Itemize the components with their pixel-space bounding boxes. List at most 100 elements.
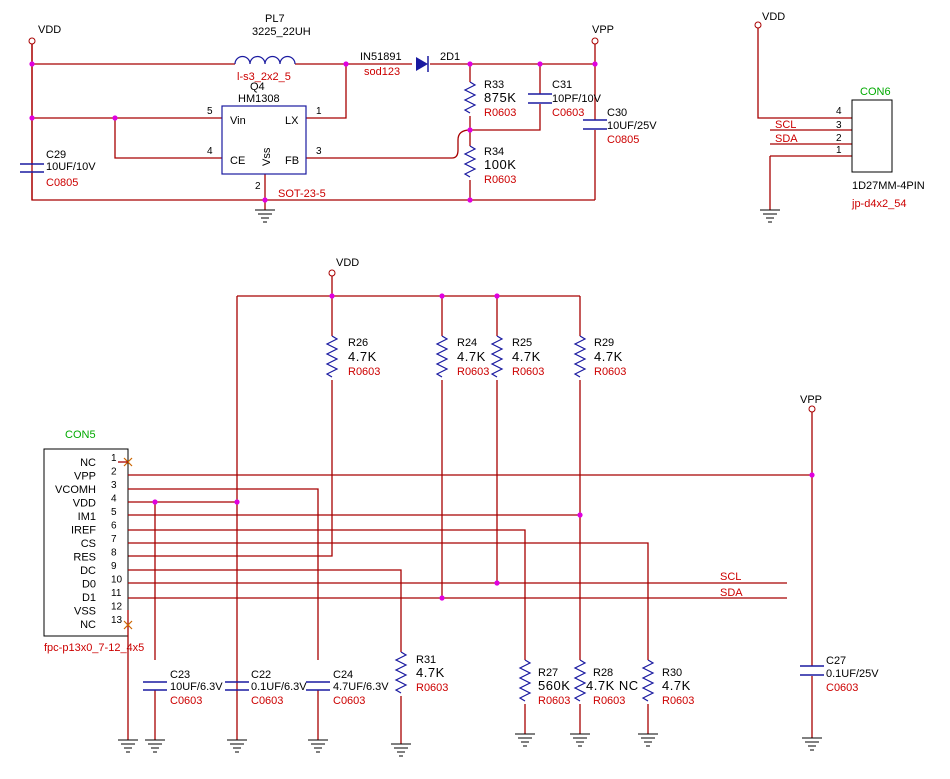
ground-icon: [390, 743, 412, 757]
vpp-top-port-icon: [591, 37, 599, 45]
r33-footprint: R0603: [484, 107, 516, 119]
diode-part: IN51891: [360, 51, 402, 63]
r34-ref: R34: [484, 146, 504, 158]
r34-value: 100K: [484, 157, 516, 172]
con6-connector: VDD CON6 4 3 2 1 SCL SDA 1D27MM-4PIN jp-…: [754, 11, 925, 223]
vdd-bottom-port-icon: [328, 269, 336, 277]
c23-footprint: C0603: [170, 695, 202, 707]
con5-pin-number: 11: [111, 588, 122, 599]
con5-pin-name: D0: [82, 579, 96, 591]
q4-pin-number-lx: 1: [316, 106, 322, 117]
r33-value: 875K: [484, 90, 516, 105]
vdd-left-port-icon: [28, 37, 36, 45]
con6-ref: CON6: [860, 86, 891, 98]
ground-icon: [801, 737, 823, 751]
con5-pin-name: VSS: [74, 606, 96, 618]
resistor-r30-icon: [641, 659, 655, 702]
con5-pin-name: CS: [81, 538, 96, 550]
r27-ref: R27: [538, 667, 558, 679]
r30-footprint: R0603: [662, 695, 694, 707]
c24-ref: C24: [333, 669, 353, 681]
resistor-r27-icon: [518, 659, 532, 702]
diode-ref: 2D1: [440, 51, 460, 63]
con5-pin-name: NC: [80, 457, 96, 469]
c30-value: 10UF/25V: [607, 120, 657, 132]
vdd-right-port-icon: [754, 21, 762, 29]
ground-icon: [226, 739, 248, 753]
q4-pin-ce: CE: [230, 155, 245, 167]
r29-footprint: R0603: [594, 366, 626, 378]
q4-pin-vss: Vss: [261, 147, 273, 166]
con6-net-scl: SCL: [775, 119, 796, 131]
vpp-top-label: VPP: [592, 24, 614, 36]
ground-icon: [637, 733, 659, 747]
r29-value: 4.7K: [594, 349, 623, 364]
resistor-r25-icon: [490, 335, 504, 378]
con5-pin-number: 8: [111, 548, 117, 559]
c27-footprint: C0603: [826, 682, 858, 694]
q4-value: HM1308: [238, 93, 280, 105]
r34-footprint: R0603: [484, 174, 516, 186]
net-scl-label: SCL: [720, 571, 741, 583]
r26-footprint: R0603: [348, 366, 380, 378]
nc-cross-icon: [118, 457, 133, 467]
r24-ref: R24: [457, 337, 477, 349]
c24-value: 4.7UF/6.3V: [333, 681, 389, 693]
c27-ref: C27: [826, 655, 846, 667]
r28-value: 4.7K NC: [586, 678, 639, 693]
r25-ref: R25: [512, 337, 532, 349]
con6-net-sda: SDA: [775, 133, 798, 145]
c23-value: 10UF/6.3V: [170, 681, 223, 693]
r28-footprint: R0603: [593, 695, 625, 707]
ground-icon: [307, 739, 329, 753]
boost-circuit: VDD PL7 3225_22UH l-s3_2x2_5 Q4 HM1308 V…: [20, 13, 657, 223]
ground-icon: [254, 209, 276, 223]
ground-icon: [144, 739, 166, 753]
ground-icon: [117, 739, 139, 753]
r25-footprint: R0603: [512, 366, 544, 378]
r26-value: 4.7K: [348, 349, 377, 364]
q4-chip-icon: [221, 105, 307, 175]
con5-pin-name: IM1: [78, 511, 96, 523]
con6-footprint: jp-d4x2_54: [851, 198, 906, 210]
c22-footprint: C0603: [251, 695, 283, 707]
con5-pin-number: 10: [111, 575, 123, 586]
ground-icon: [759, 209, 781, 223]
vpp-bottom-port-icon: [808, 405, 816, 413]
con6-pin-3: 3: [836, 120, 842, 131]
ground-icon: [569, 733, 591, 747]
c29-ref: C29: [46, 149, 66, 161]
c23-ref: C23: [170, 669, 190, 681]
c27-value: 0.1UF/25V: [826, 668, 879, 680]
con5-pin-name: D1: [82, 592, 96, 604]
q4-pin-number-vin: 5: [207, 106, 213, 117]
c31-footprint: C0603: [552, 107, 584, 119]
vdd-left-label: VDD: [38, 24, 61, 36]
con5-pin-name: VDD: [73, 498, 96, 510]
nc-cross-icon: [123, 620, 133, 630]
c30-footprint: C0805: [607, 134, 639, 146]
r27-value: 560K: [538, 678, 570, 693]
r33-ref: R33: [484, 79, 504, 91]
pl7-ref: PL7: [265, 13, 285, 25]
vdd-bottom-label: VDD: [336, 257, 359, 269]
c30-ref: C30: [607, 107, 627, 119]
resistor-r31-icon: [394, 651, 408, 694]
con5-pin-number: 13: [111, 615, 123, 626]
con5-footprint: fpc-p13x0_7-12_4x5: [44, 642, 144, 654]
r25-value: 4.7K: [512, 349, 541, 364]
con5-pin-number: 3: [111, 480, 117, 491]
r29-ref: R29: [594, 337, 614, 349]
con6-part: 1D27MM-4PIN: [852, 180, 925, 192]
q4-pin-lx: LX: [285, 115, 299, 127]
r28-ref: R28: [593, 667, 613, 679]
con5-pin-name: IREF: [71, 525, 96, 537]
c31-ref: C31: [552, 79, 572, 91]
con5-pin-number: 12: [111, 602, 123, 613]
con5-pin-name: NC: [80, 619, 96, 631]
q4-pin-number-fb: 3: [316, 146, 322, 157]
c29-value: 10UF/10V: [46, 161, 96, 173]
resistor-r34-icon: [463, 145, 477, 178]
